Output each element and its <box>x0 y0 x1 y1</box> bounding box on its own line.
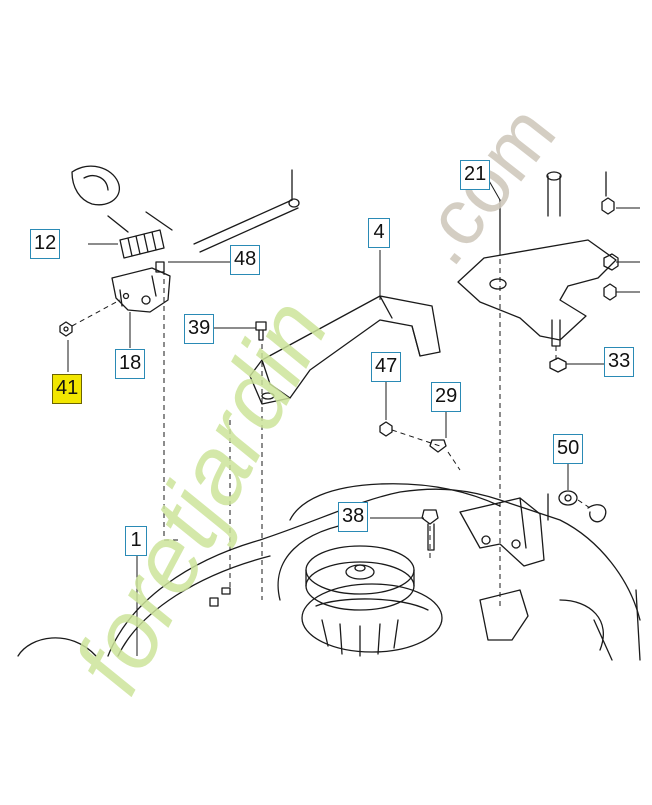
callout-33: 33 <box>604 347 635 377</box>
screw-29 <box>429 439 447 453</box>
handle-part <box>71 165 120 206</box>
callout-1: 1 <box>125 526 147 556</box>
screw-39 <box>255 321 267 341</box>
deck-housing-part <box>107 483 641 661</box>
bracket-part <box>111 261 171 313</box>
nut-47 <box>379 421 393 437</box>
callout-4: 4 <box>368 218 390 248</box>
spring-part <box>107 211 173 259</box>
screw-38 <box>421 509 439 551</box>
callout-47: 47 <box>371 352 402 382</box>
nut-41 <box>59 321 73 337</box>
washer-50 <box>547 490 607 523</box>
leader-lines <box>67 171 640 656</box>
callout-39: 39 <box>184 314 215 344</box>
belt-guard-part <box>249 295 441 405</box>
callout-41: 41 <box>52 374 83 404</box>
callout-12: 12 <box>30 229 61 259</box>
rod-part <box>193 169 300 253</box>
callout-50: 50 <box>553 434 584 464</box>
callout-21: 21 <box>460 160 491 190</box>
callout-48: 48 <box>230 245 261 275</box>
plate-part <box>457 171 619 373</box>
callout-38: 38 <box>338 502 369 532</box>
callout-29: 29 <box>431 382 462 412</box>
pulley-part <box>301 545 443 657</box>
wheel-part <box>17 637 97 657</box>
callout-18: 18 <box>115 349 146 379</box>
dashed-assembly-lines <box>71 250 591 610</box>
